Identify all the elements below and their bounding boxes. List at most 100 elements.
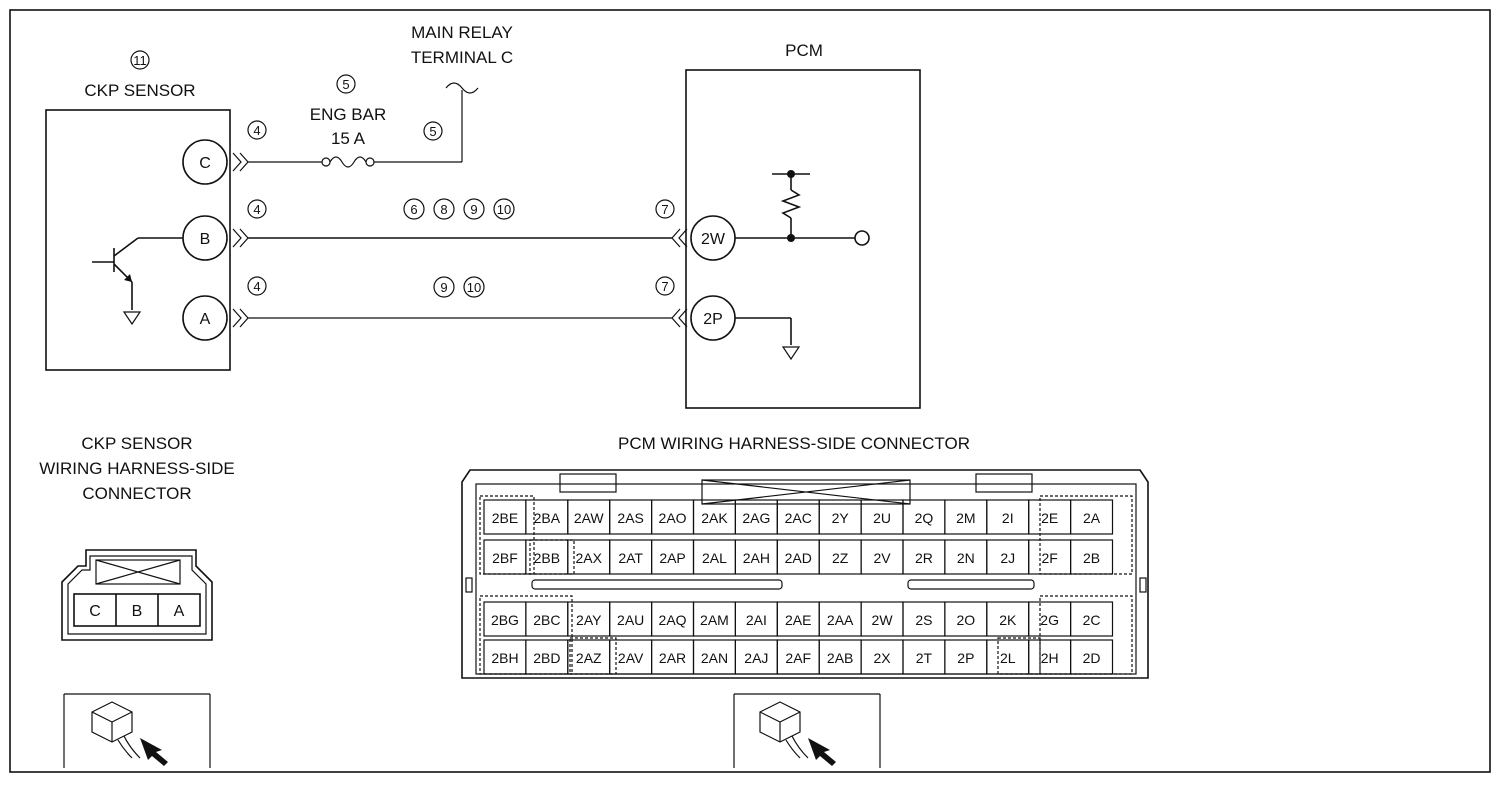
- ckp-sensor-box: [45, 109, 231, 371]
- ckp-sensor-num: 11: [133, 53, 147, 68]
- sensor-pin-c: C: [182, 139, 228, 185]
- relay-wire-num-circle: [423, 121, 443, 141]
- pcm-pin-label-2w: 2W: [872, 612, 894, 628]
- svg-text:8: 8: [440, 202, 447, 217]
- pcm-pin-label-2bb: 2BB: [534, 550, 560, 566]
- sensor-connector-a: 4: [232, 276, 267, 328]
- svg-text:2P: 2P: [703, 311, 723, 328]
- pcm-pin-label-2ay: 2AY: [576, 612, 602, 628]
- pcm-pin-label-2ax: 2AX: [576, 550, 603, 566]
- ckp-view-direction-icon: [63, 693, 211, 768]
- ckp-connector-title-3: CONNECTOR: [82, 484, 191, 503]
- pcm-pin-label-2u: 2U: [873, 510, 891, 526]
- pcm-pin-label-2bf: 2BF: [492, 550, 518, 566]
- relay-wire-num: 5: [429, 124, 436, 139]
- pcm-pin-label-2o: 2O: [957, 612, 976, 628]
- pcm-pin-label-2c: 2C: [1083, 612, 1101, 628]
- pcm-pin-label-2ba: 2BA: [534, 510, 561, 526]
- svg-text:10: 10: [497, 202, 511, 217]
- pcm-pin-label-2e: 2E: [1041, 510, 1058, 526]
- connector-num-a: 4: [253, 279, 260, 294]
- pcm-pin-label-2av: 2AV: [618, 650, 644, 666]
- eng-bar-label: ENG BAR: [310, 105, 387, 124]
- pcm-pin-label-2ar: 2AR: [659, 650, 686, 666]
- pcm-pin-label-2p: 2P: [957, 650, 974, 666]
- connector-num-b: 4: [253, 202, 260, 217]
- eng-bar-num: 5: [342, 77, 349, 92]
- main-relay-label: MAIN RELAY: [411, 23, 513, 42]
- pcm-pin-label-2bh: 2BH: [491, 650, 518, 666]
- pcm-pin-label-2ag: 2AG: [742, 510, 770, 526]
- ckp-cell-c: C: [89, 603, 101, 620]
- pcm-pin-label-2n: 2N: [957, 550, 975, 566]
- diagram-frame: [9, 9, 1491, 773]
- pcm-pin-label-2aj: 2AJ: [744, 650, 768, 666]
- pcm-connector-num-2w: 7: [661, 202, 668, 217]
- pcm-pin-cell-2b: [1069, 539, 1114, 575]
- pcm-pin-cell-2d: [1069, 639, 1114, 675]
- pcm-pin-label-2v: 2V: [873, 550, 891, 566]
- pcm-pin-label-2q: 2Q: [915, 510, 934, 526]
- pcm-connector-title: PCM WIRING HARNESS-SIDE CONNECTOR: [618, 434, 970, 453]
- pcm-connector-2w: 7: [655, 199, 688, 248]
- pcm-pin-label-2s: 2S: [915, 612, 932, 628]
- pcm-pin-label-2af: 2AF: [785, 650, 811, 666]
- pcm-pin-label-2ae: 2AE: [785, 612, 811, 628]
- pcm-pin-label-2bd: 2BD: [533, 650, 560, 666]
- pcm-pin-label-2aq: 2AQ: [659, 612, 687, 628]
- pcm-ground: [735, 317, 801, 361]
- pcm-pin-label-2m: 2M: [956, 510, 975, 526]
- svg-text:2W: 2W: [701, 231, 726, 248]
- pcm-title: PCM: [785, 41, 823, 60]
- pcm-pin-label-2i: 2I: [1002, 510, 1014, 526]
- pcm-pin-label-2al: 2AL: [702, 550, 727, 566]
- svg-text:C: C: [199, 155, 211, 172]
- pcm-pin-label-2f: 2F: [1041, 550, 1057, 566]
- wire-c: [248, 82, 479, 168]
- pcm-box: [685, 69, 921, 409]
- sensor-pin-b: B: [182, 215, 228, 261]
- svg-text:9: 9: [470, 202, 477, 217]
- ckp-connector-face: C B A: [61, 549, 213, 641]
- pcm-pin-label-2ai: 2AI: [746, 612, 767, 628]
- ckp-cell-a: A: [174, 603, 185, 620]
- pcm-pin-label-2b: 2B: [1083, 550, 1100, 566]
- pcm-connector-2p: 7: [655, 276, 688, 328]
- pcm-pin-label-2ab: 2AB: [827, 650, 853, 666]
- ckp-sensor-num-circle: [130, 50, 150, 70]
- pcm-pin-label-2as: 2AS: [617, 510, 643, 526]
- svg-text:10: 10: [467, 280, 481, 295]
- wire-b-refs: 6 8 9 10: [403, 198, 515, 220]
- pcm-pin-label-2h: 2H: [1041, 650, 1059, 666]
- transistor-symbol: [92, 237, 183, 326]
- pcm-pin-label-2g: 2G: [1040, 612, 1059, 628]
- pcm-pin-label-2be: 2BE: [492, 510, 518, 526]
- pcm-pin-label-2az: 2AZ: [576, 650, 602, 666]
- ckp-sensor-title: CKP SENSOR: [84, 81, 195, 100]
- pcm-pin-label-2ao: 2AO: [659, 510, 687, 526]
- pcm-pin-cell-2a: [1069, 499, 1114, 535]
- pcm-pin-label-2j: 2J: [1000, 550, 1015, 566]
- sensor-connector-b: 4: [232, 199, 267, 248]
- pcm-pin-label-2bg: 2BG: [491, 612, 519, 628]
- pcm-pin-label-2l: 2L: [1000, 650, 1016, 666]
- main-relay-terminal: TERMINAL C: [411, 48, 513, 67]
- svg-text:B: B: [200, 231, 211, 248]
- svg-text:9: 9: [440, 280, 447, 295]
- pcm-pin-label-2k: 2K: [999, 612, 1017, 628]
- pcm-pin-label-2aw: 2AW: [574, 510, 605, 526]
- eng-bar-rating: 15 A: [331, 129, 366, 148]
- pcm-view-direction-icon: [733, 693, 881, 768]
- pcm-pin-label-2x: 2X: [873, 650, 891, 666]
- connector-num-c: 4: [253, 123, 260, 138]
- pcm-pin-label-2at: 2AT: [618, 550, 643, 566]
- pcm-pullup-resistor: [735, 170, 870, 246]
- svg-text:6: 6: [410, 202, 417, 217]
- pcm-pin-label-2au: 2AU: [617, 612, 644, 628]
- pcm-pin-2p: 2P: [690, 295, 736, 341]
- svg-text:A: A: [200, 311, 211, 328]
- pcm-connector-num-2p: 7: [661, 279, 668, 294]
- ckp-cell-b: B: [132, 603, 143, 620]
